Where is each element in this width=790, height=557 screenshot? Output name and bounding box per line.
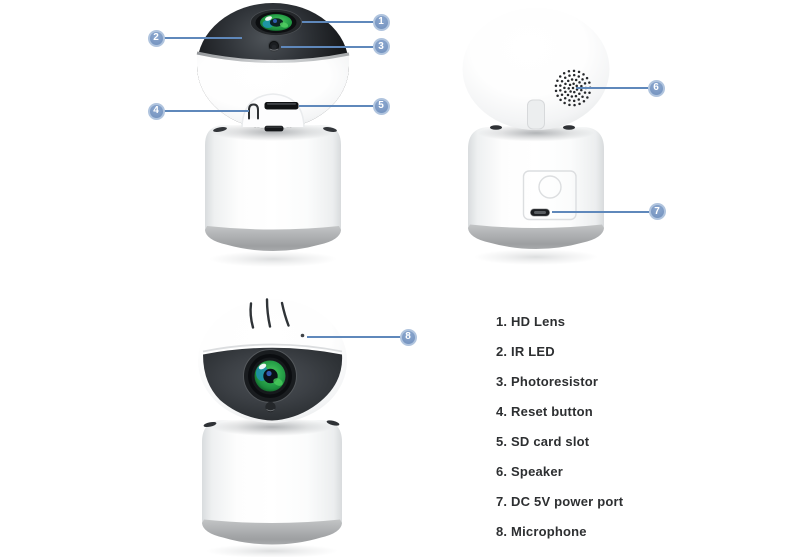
head-shadow [211, 123, 335, 141]
pan-gap-left [203, 421, 217, 428]
dc-power-port [529, 207, 551, 218]
callout-line-1 [302, 21, 373, 23]
callout-badge-3: 3 [372, 38, 390, 55]
legend-item-5: 5. SD card slot [496, 434, 590, 449]
callout-line-3 [281, 45, 373, 48]
port-panel [522, 170, 577, 221]
legend-item-6: 6. Speaker [496, 464, 564, 479]
callout-badge-7: 7 [648, 203, 666, 220]
legend-item-2: 2. IR LED [496, 344, 555, 359]
camera-body [205, 125, 341, 251]
callout-line-2 [164, 37, 242, 39]
head-shadow [212, 418, 332, 436]
base-ring [468, 224, 604, 249]
callout-badge-2: 2 [147, 29, 165, 47]
reflection [474, 249, 598, 265]
photoresistor [267, 39, 281, 53]
callout-line-5 [299, 105, 373, 107]
legend-item-1: 1. HD Lens [496, 314, 566, 329]
callout-badge-5: 5 [372, 97, 390, 115]
ir-sensor-hole [265, 401, 276, 413]
base-ring [202, 519, 342, 545]
speaker-grille [554, 69, 592, 107]
hd-lens [250, 9, 302, 36]
shell-edge-line [202, 343, 343, 353]
camera-head [198, 298, 347, 423]
vent-slits [249, 298, 290, 329]
pan-gap-right [323, 127, 337, 132]
legend-item-4: 4. Reset button [496, 404, 593, 419]
parts-legend: 1. HD Lens 2. IR LED 3. Photoresistor 4.… [496, 307, 623, 547]
hinge-slot [527, 99, 545, 130]
legend-item-8: 8. Microphone [496, 524, 587, 539]
sd-card-slot [264, 102, 299, 110]
callout-line-6 [576, 87, 648, 89]
base-ring [205, 226, 341, 251]
camera-body [468, 127, 604, 249]
silver-ring [196, 51, 350, 63]
camera-front-view [196, 3, 350, 267]
callout-badge-4: 4 [147, 102, 165, 120]
callout-line-7 [552, 210, 649, 213]
callout-badge-6: 6 [647, 79, 665, 97]
legend-item-7: 7. DC 5V power port [496, 494, 624, 509]
hd-lens-front [243, 349, 297, 403]
pan-gap-left [213, 127, 227, 132]
microphone-hole [300, 333, 305, 338]
pan-gap-left [490, 125, 502, 130]
camera-body [202, 420, 342, 545]
camera-head [462, 8, 610, 130]
legend-item-3: 3. Photoresistor [496, 374, 599, 389]
camera-tilted-view [198, 298, 347, 557]
camera-back-view [462, 8, 610, 265]
reflection [206, 544, 338, 557]
callout-badge-8: 8 [399, 328, 417, 346]
camera-head [196, 3, 350, 129]
pan-gap-right [563, 125, 575, 130]
reflection [209, 251, 337, 267]
callout-line-8 [307, 336, 400, 338]
callout-badge-1: 1 [372, 13, 390, 31]
callout-line-4 [164, 110, 249, 112]
reset-button [248, 103, 259, 120]
body-top-slot [264, 125, 284, 132]
pan-gap-right [326, 420, 340, 426]
